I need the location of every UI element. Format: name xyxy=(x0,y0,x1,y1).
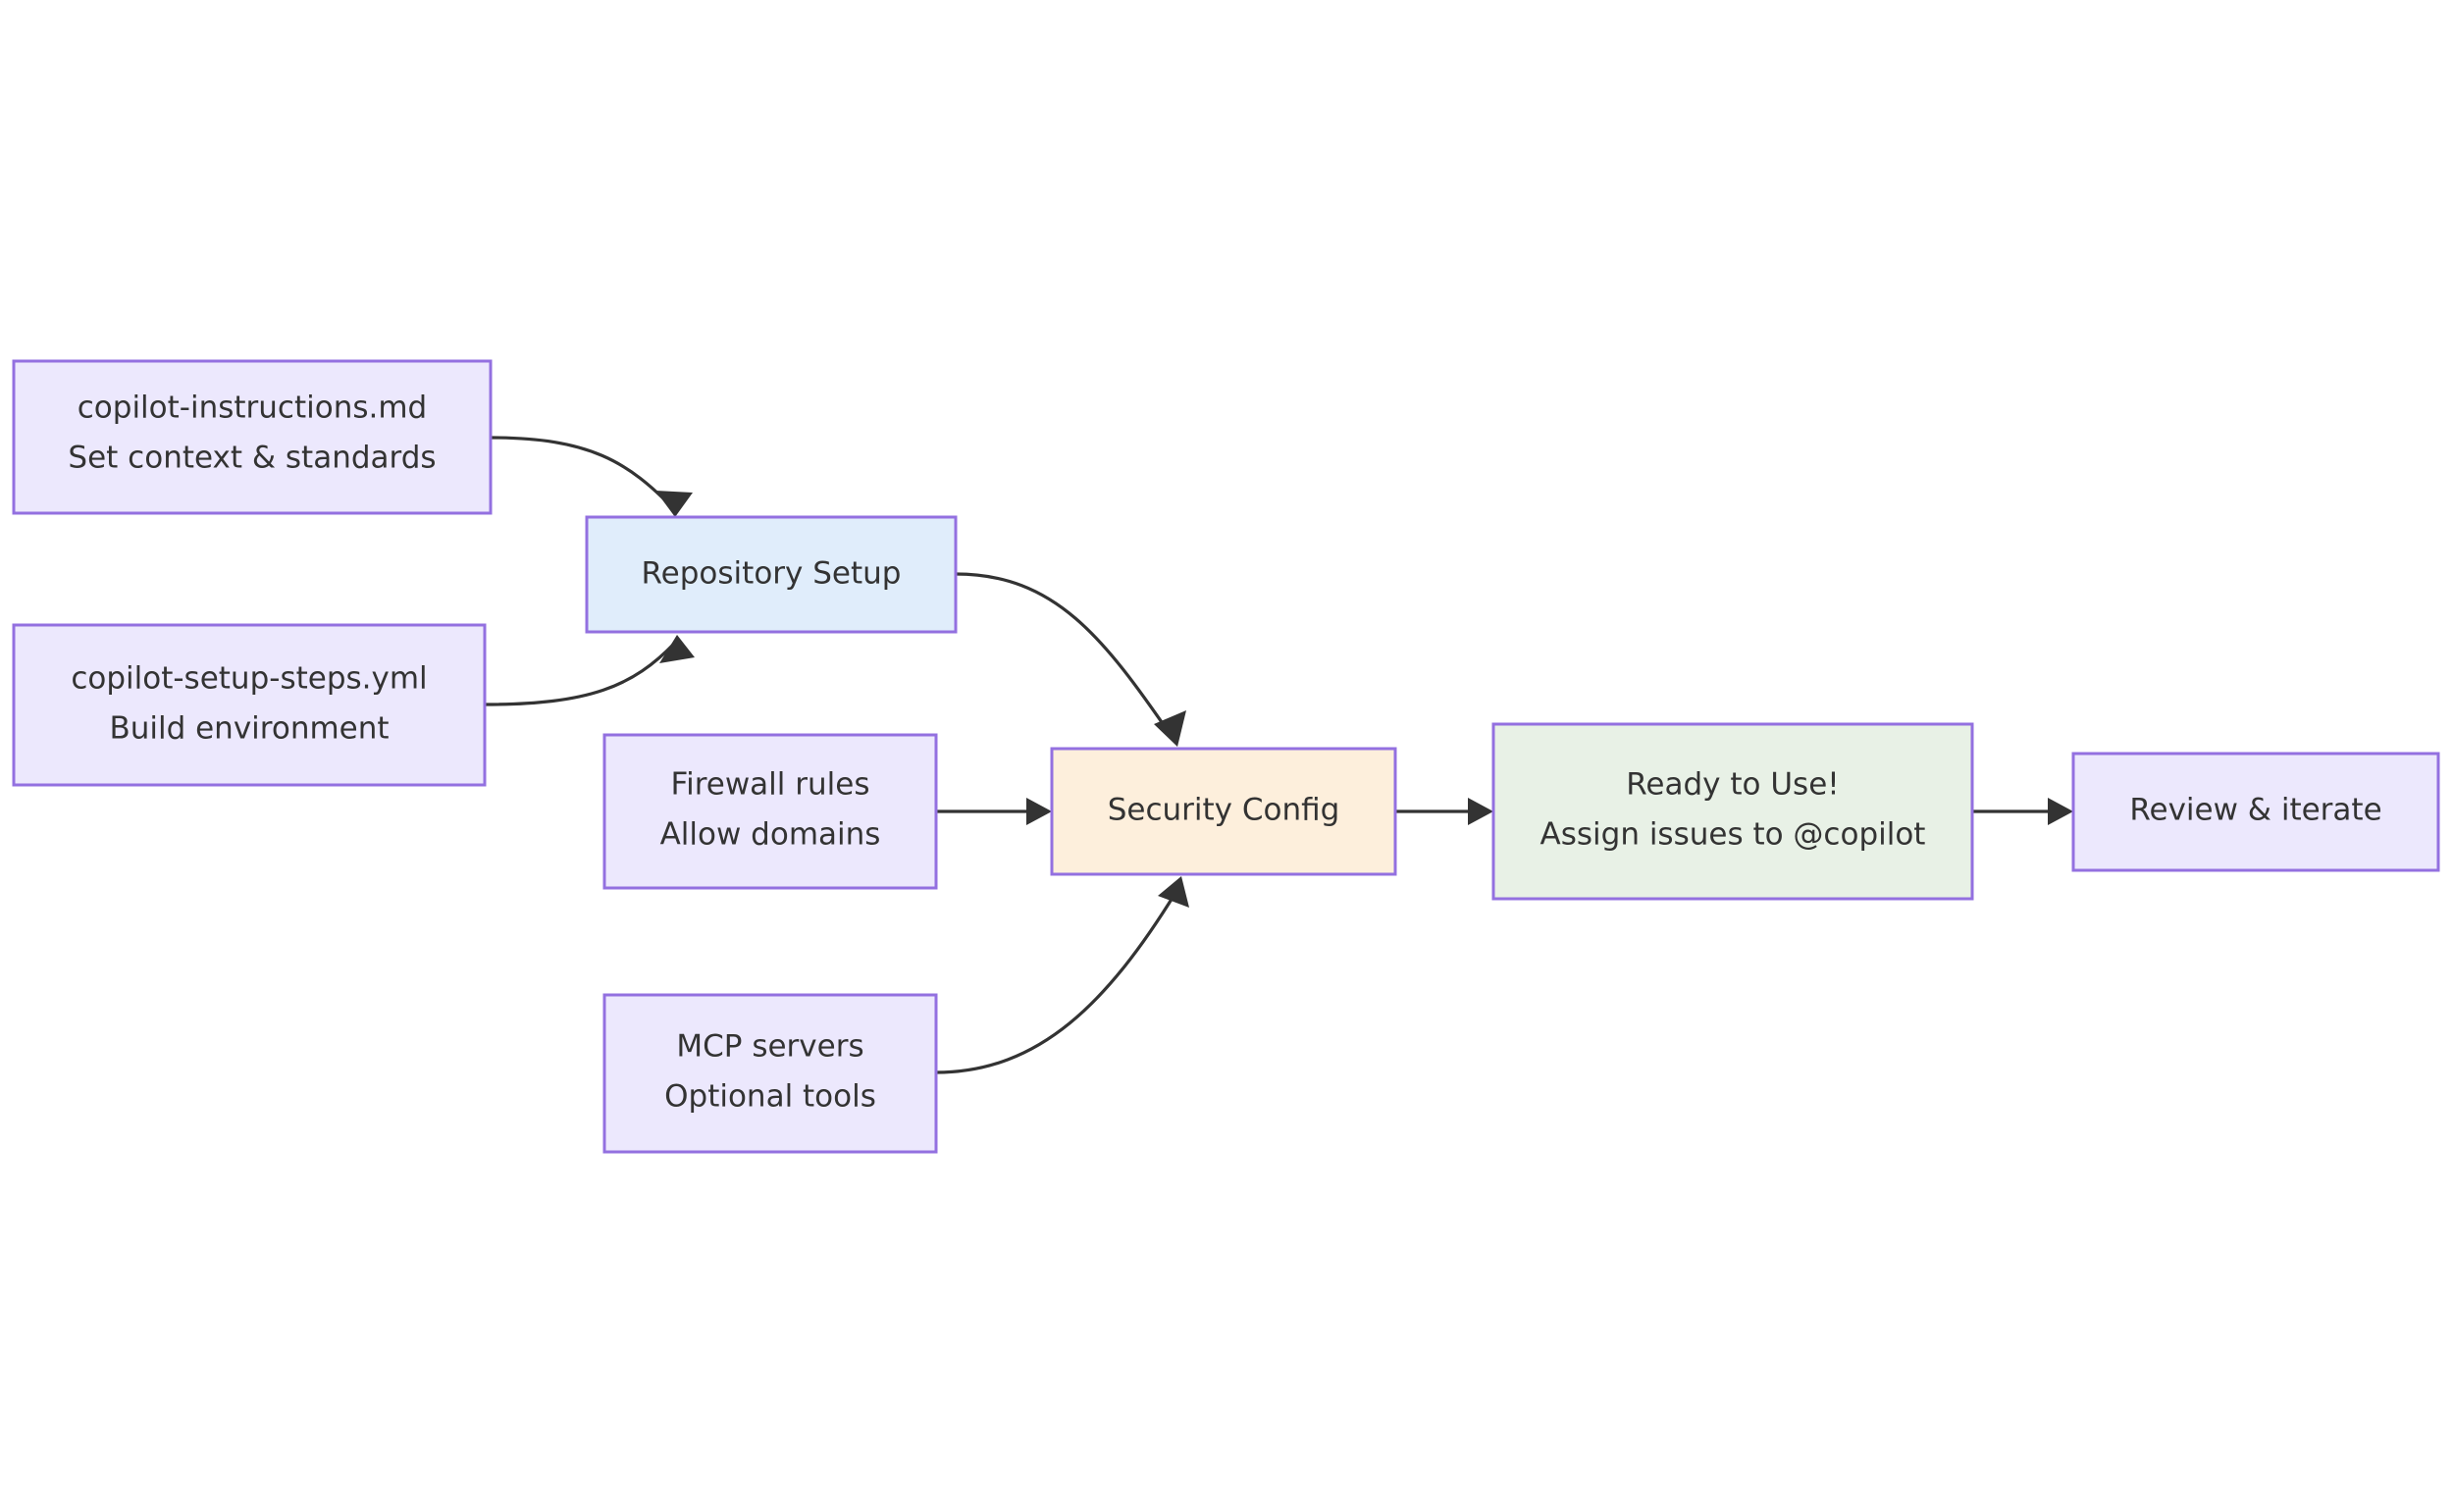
node-label-mcp-servers-line1: MCP servers xyxy=(676,1029,863,1065)
node-rect-repository-setup[interactable] xyxy=(585,515,958,634)
edge-path-repo-to-security xyxy=(955,572,1174,739)
edge-repo-to-security xyxy=(955,572,1186,747)
arrow-head-icon xyxy=(1154,710,1186,747)
node-mcp-servers[interactable]: MCP servers Optional tools xyxy=(602,993,938,1154)
node-label-ready-to-use-line2: Assign issues to @copilot xyxy=(1540,817,1926,853)
arrow-head-icon xyxy=(2048,798,2073,825)
node-label-ready-to-use-line1: Ready to Use! xyxy=(1626,767,1839,803)
node-label-security-config: Security Config xyxy=(1108,793,1340,828)
node-copilot-setup-steps[interactable]: copilot-setup-steps.yml Build environmen… xyxy=(12,623,487,787)
node-rect-copilot-instructions[interactable] xyxy=(12,359,493,515)
node-label-copilot-instructions-line1: copilot-instructions.md xyxy=(78,391,428,426)
node-rect-security-config[interactable] xyxy=(1050,747,1397,876)
edge-path-setup-steps-to-repo xyxy=(484,641,677,706)
arrow-head-icon xyxy=(1468,798,1493,825)
node-rect-ready-to-use[interactable] xyxy=(1491,722,1974,901)
node-repository-setup[interactable]: Repository Setup xyxy=(585,515,958,634)
node-label-copilot-setup-steps-line1: copilot-setup-steps.yml xyxy=(71,661,427,697)
edge-instructions-to-repo xyxy=(490,436,693,517)
node-label-copilot-instructions-line2: Set context & standards xyxy=(68,441,436,476)
edge-mcp-to-security xyxy=(935,876,1189,1074)
node-label-review-iterate: Review & iterate xyxy=(2129,793,2381,828)
node-firewall-rules[interactable]: Firewall rules Allow domains xyxy=(602,733,938,890)
edge-security-to-ready xyxy=(1395,798,1493,825)
edge-path-instructions-to-repo xyxy=(490,436,677,512)
node-ready-to-use[interactable]: Ready to Use! Assign issues to @copilot xyxy=(1491,722,1974,901)
node-label-mcp-servers-line2: Optional tools xyxy=(664,1079,876,1115)
node-layer: copilot-instructions.md Set context & st… xyxy=(12,359,2440,1154)
node-review-iterate[interactable]: Review & iterate xyxy=(2071,752,2440,872)
arrow-head-icon xyxy=(1158,876,1189,908)
edge-firewall-to-security xyxy=(936,798,1052,825)
node-label-repository-setup: Repository Setup xyxy=(642,556,902,592)
node-rect-mcp-servers[interactable] xyxy=(602,993,938,1154)
node-security-config[interactable]: Security Config xyxy=(1050,747,1397,876)
edge-ready-to-review xyxy=(1972,798,2073,825)
node-copilot-instructions[interactable]: copilot-instructions.md Set context & st… xyxy=(12,359,493,515)
edge-layer xyxy=(484,436,2073,1074)
node-rect-firewall-rules[interactable] xyxy=(602,733,938,890)
node-label-firewall-rules-line1: Firewall rules xyxy=(671,767,870,803)
arrow-head-icon xyxy=(1026,798,1052,825)
arrow-head-icon xyxy=(655,491,693,517)
edge-setup-steps-to-repo xyxy=(484,635,695,706)
node-label-copilot-setup-steps-line2: Build environment xyxy=(109,711,389,747)
edge-path-mcp-to-security xyxy=(935,892,1177,1074)
node-label-firewall-rules-line2: Allow domains xyxy=(660,817,881,853)
node-rect-copilot-setup-steps[interactable] xyxy=(12,623,487,787)
node-rect-review-iterate[interactable] xyxy=(2071,752,2440,872)
arrow-head-icon xyxy=(659,635,695,663)
